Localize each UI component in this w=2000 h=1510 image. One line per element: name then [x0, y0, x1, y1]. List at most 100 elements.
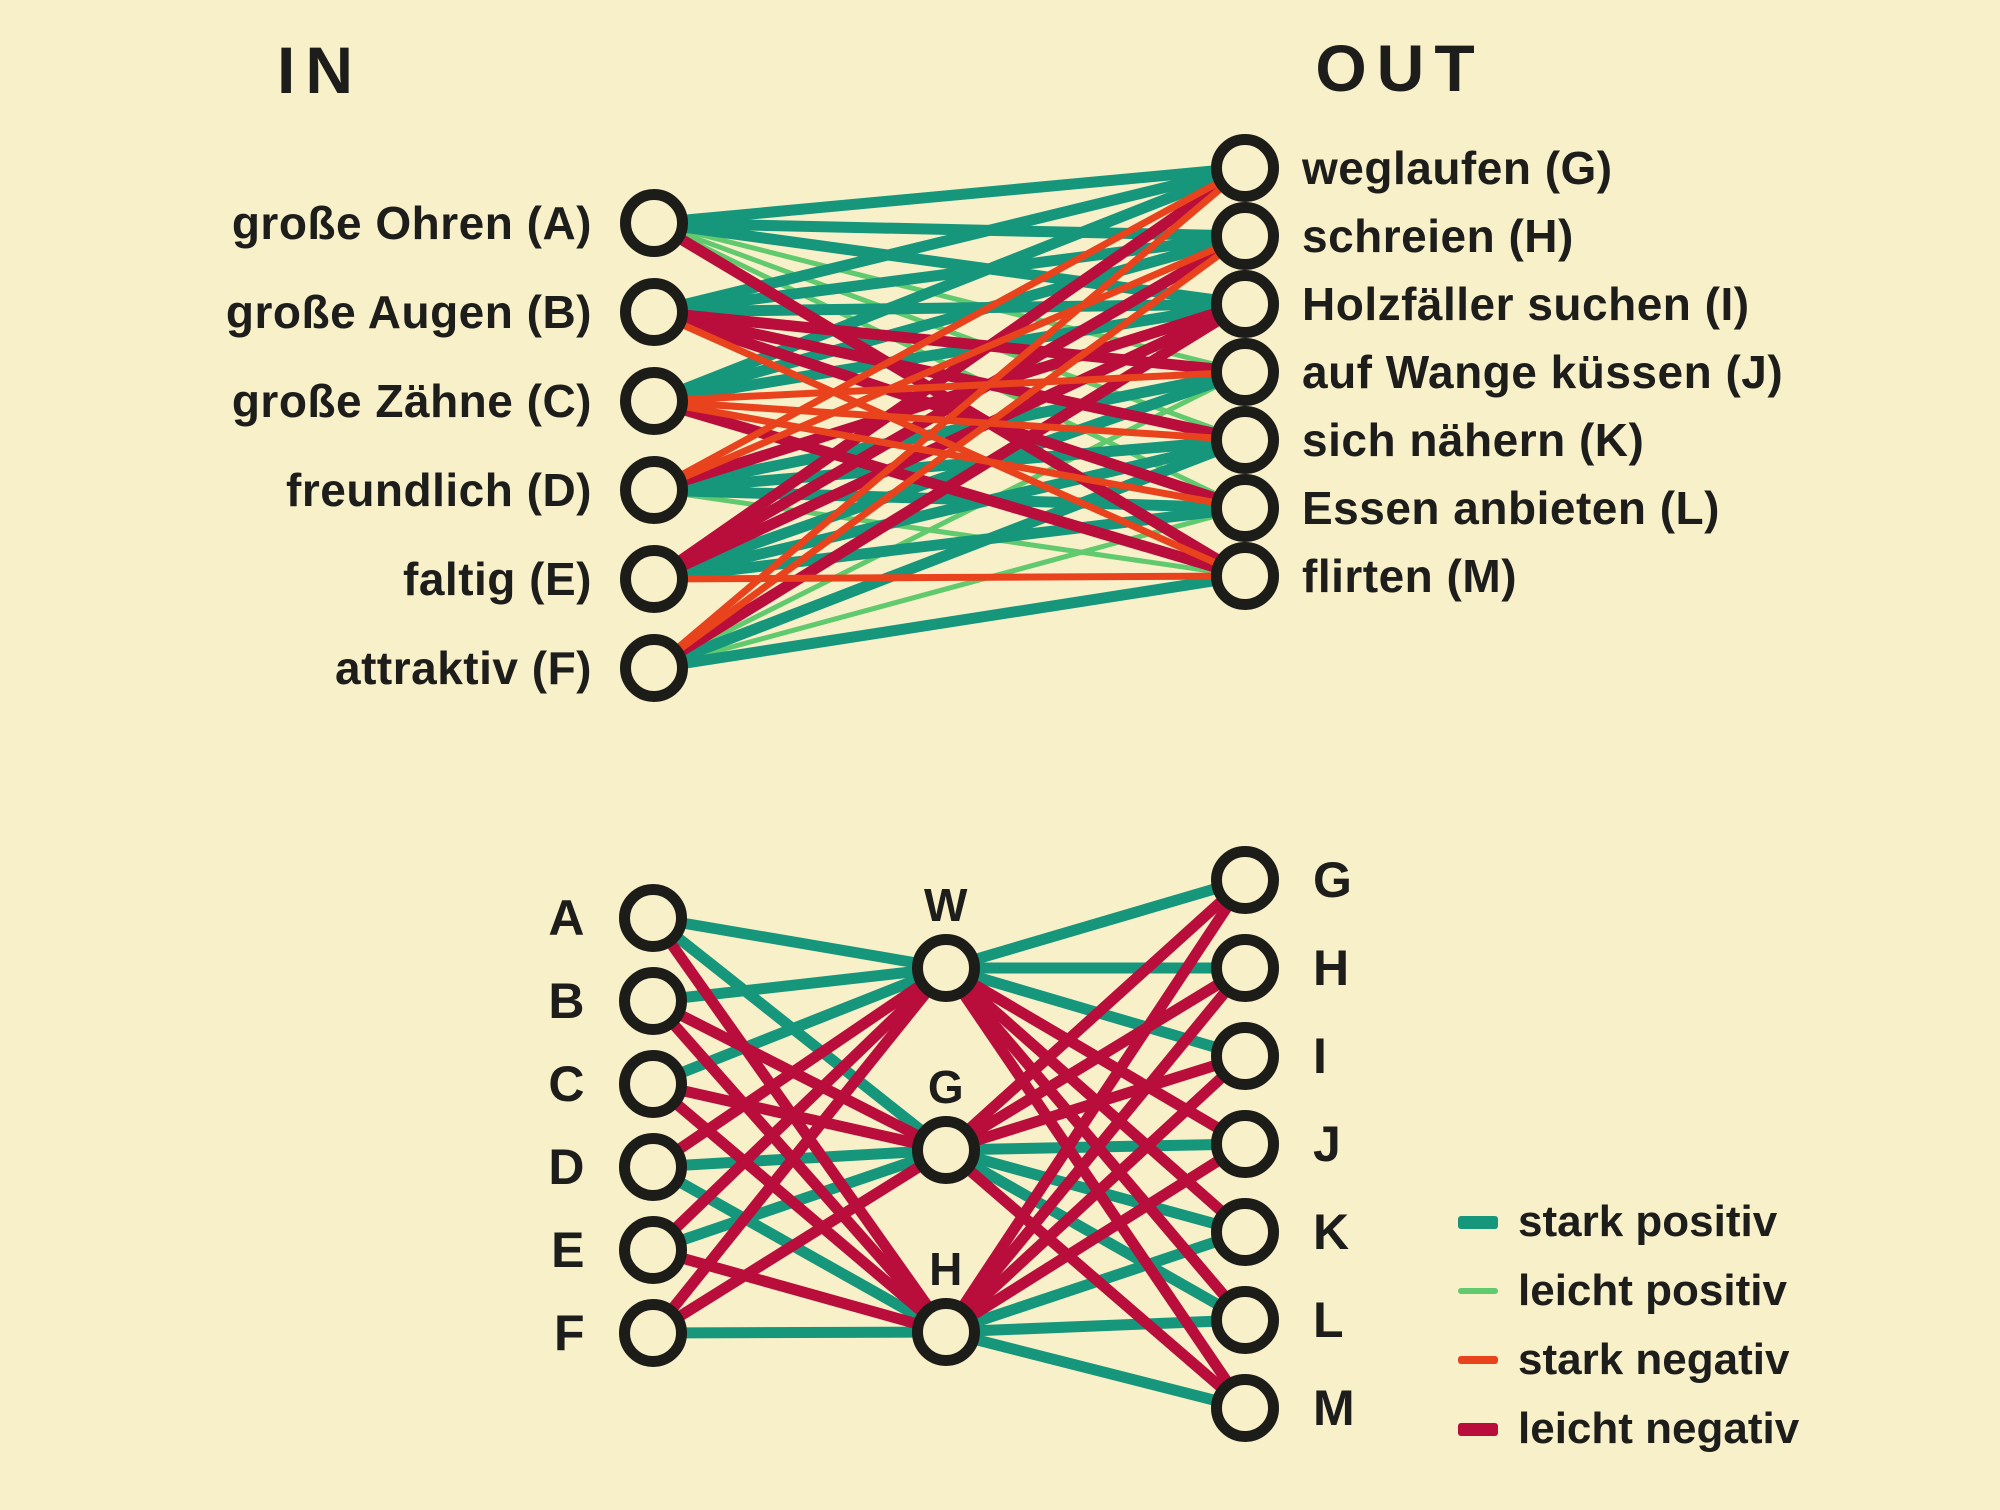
edge-bF-hH-stark-positiv: [652, 1326, 947, 1339]
edge-bA-hH-leicht-negativ: [648, 914, 951, 1336]
edge-hG-oH-leicht-negativ: [943, 963, 1248, 1155]
node-hH: [912, 1298, 980, 1366]
edge-hH-oM-stark-positiv: [944, 1326, 1247, 1414]
node-bB: [619, 967, 687, 1035]
edge-C-I-stark-positiv: [653, 298, 1246, 407]
edge-hW-oG-stark-positiv: [944, 874, 1247, 974]
top-output-label-K: sich nähern (K): [1302, 414, 1645, 466]
bottom-output-label-L: L: [1313, 1292, 1345, 1348]
edge-bF-hG-leicht-negativ: [650, 1145, 949, 1338]
top-input-label-E: faltig (E): [403, 553, 592, 605]
edge-F-H-stark-negativ: [651, 233, 1248, 671]
legend-swatch-SN: [1458, 1356, 1498, 1364]
edge-F-M-stark-positiv: [653, 570, 1246, 674]
top-input-label-A: große Ohren (A): [231, 197, 592, 249]
node-oI: [1211, 1022, 1279, 1090]
hidden-node-label-H: H: [929, 1243, 963, 1295]
bottom-input-label-E: E: [551, 1222, 585, 1278]
legend-row-SN: stark negativ: [1458, 1335, 1789, 1385]
edge-bE-hG-stark-positiv: [651, 1144, 948, 1256]
edge-D-K-stark-positiv: [653, 434, 1246, 496]
top-output-label-I: Holzfäller suchen (I): [1302, 278, 1750, 330]
edge-bF-hW-leicht-negativ: [648, 964, 951, 1337]
node-J: [1211, 338, 1279, 406]
node-bC: [619, 1050, 687, 1118]
bottom-output-label-I: I: [1313, 1028, 1328, 1084]
node-oK: [1211, 1198, 1279, 1266]
bottom-output-label-H: H: [1313, 940, 1350, 996]
edge-bD-hW-leicht-negativ: [649, 963, 950, 1172]
edge-B-M-stark-negativ: [652, 308, 1247, 580]
node-bD: [619, 1133, 687, 1201]
node-B: [620, 278, 688, 346]
edge-bA-hW-stark-positiv: [652, 912, 947, 974]
top-input-label-F: attraktiv (F): [335, 642, 592, 694]
edge-C-G-stark-positiv: [651, 162, 1248, 407]
node-oG: [1211, 846, 1279, 914]
top-output-label-L: Essen anbieten (L): [1302, 482, 1720, 534]
bottom-input-label-B: B: [548, 973, 585, 1029]
bottom-input-label-D: D: [548, 1139, 585, 1195]
node-K: [1211, 406, 1279, 474]
node-M: [1211, 542, 1279, 610]
edge-E-H-leicht-negativ: [651, 231, 1248, 584]
edge-C-H-stark-positiv: [652, 230, 1247, 407]
legend-swatch-SP: [1458, 1215, 1498, 1229]
hidden-node-label-W: W: [924, 879, 968, 931]
bottom-input-label-F: F: [553, 1305, 585, 1361]
node-E: [620, 545, 688, 613]
node-D: [620, 456, 688, 524]
legend-swatch-LP: [1458, 1288, 1498, 1294]
bottom-input-label-A: A: [548, 890, 585, 946]
node-oJ: [1211, 1110, 1279, 1178]
edge-hG-oM-leicht-negativ: [942, 1145, 1249, 1413]
legend-row-LP: leicht positiv: [1458, 1266, 1787, 1316]
top-input-label-B: große Augen (B): [225, 286, 592, 338]
edge-D-I-leicht-negativ: [652, 298, 1247, 496]
node-A: [620, 189, 688, 257]
legend-swatch-LN: [1458, 1422, 1498, 1436]
edge-hG-oG-leicht-negativ: [942, 875, 1249, 1155]
edge-hH-oH-leicht-negativ: [941, 964, 1250, 1336]
legend-label-SN: stark negativ: [1518, 1335, 1790, 1384]
legend-label-LN: leicht negativ: [1518, 1404, 1800, 1453]
edge-D-J-stark-positiv: [652, 366, 1247, 496]
edge-hH-oG-leicht-negativ: [941, 876, 1250, 1336]
node-G: [1211, 134, 1279, 202]
top-output-label-M: flirten (M): [1302, 550, 1518, 602]
node-hG: [912, 1116, 980, 1184]
node-oL: [1211, 1286, 1279, 1354]
edge-hH-oL-stark-positiv: [945, 1314, 1246, 1338]
node-hW: [912, 934, 980, 1002]
legend-label-LP: leicht positiv: [1518, 1266, 1787, 1315]
bottom-output-label-M: M: [1313, 1380, 1356, 1436]
edge-bB-hG-leicht-negativ: [650, 996, 949, 1155]
edge-bA-hG-stark-positiv: [649, 913, 950, 1155]
legend-row-LN: leicht negativ: [1458, 1404, 1799, 1454]
edge-bC-hG-leicht-negativ: [651, 1078, 948, 1156]
edge-bB-hH-leicht-negativ: [648, 997, 951, 1336]
edge-F-I-leicht-negativ: [651, 299, 1248, 673]
legend-row-SP: stark positiv: [1458, 1197, 1777, 1247]
edge-bE-hW-leicht-negativ: [649, 964, 950, 1254]
edge-E-M-stark-negativ: [653, 572, 1246, 583]
edge-D-H-stark-negativ: [652, 232, 1247, 494]
legend-label-SP: stark positiv: [1518, 1197, 1778, 1246]
node-H: [1211, 202, 1279, 270]
bottom-input-label-C: C: [548, 1056, 585, 1112]
bottom-output-label-J: J: [1313, 1116, 1342, 1172]
edge-bC-hH-leicht-negativ: [649, 1079, 950, 1337]
edge-E-G-leicht-negativ: [650, 163, 1249, 584]
edge-E-J-stark-positiv: [652, 366, 1247, 585]
node-bA: [619, 884, 687, 952]
node-oH: [1211, 934, 1279, 1002]
top-input-label-D: freundlich (D): [286, 464, 592, 516]
edge-D-L-stark-positiv: [653, 484, 1246, 514]
node-bE: [619, 1216, 687, 1284]
node-F: [620, 634, 688, 702]
top-output-label-G: weglaufen (G): [1302, 142, 1613, 194]
edge-F-G-stark-negativ: [651, 165, 1248, 671]
top-output-label-H: schreien (H): [1302, 210, 1574, 262]
node-bF: [619, 1299, 687, 1367]
